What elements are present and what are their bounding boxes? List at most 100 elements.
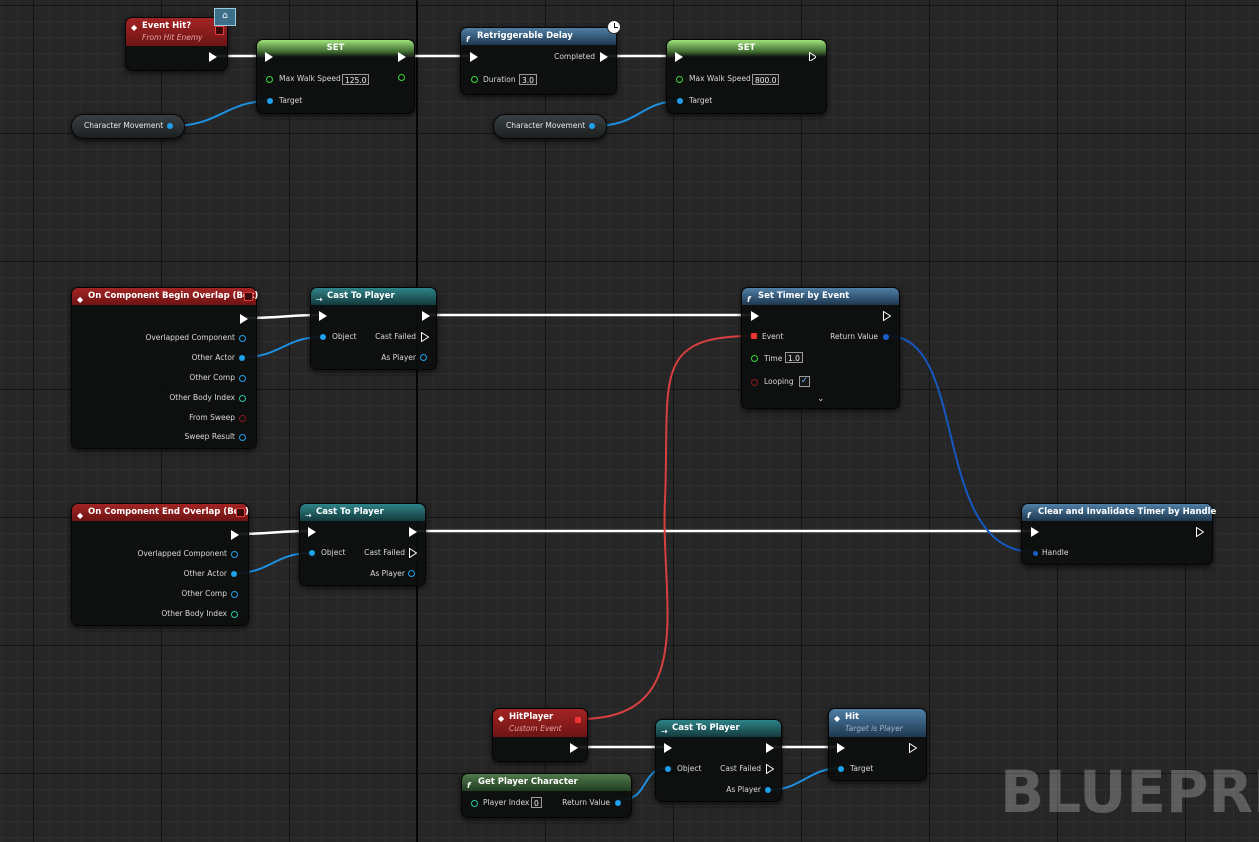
return-value-pin[interactable] [615,800,621,806]
object-pin[interactable] [309,550,315,556]
player-index-label: Player Index [483,798,530,807]
event-hit-title: Event Hit? [142,21,192,31]
hit-player-title: HitPlayer [509,712,554,722]
player-index-pin[interactable] [471,800,478,807]
exec-out-pin[interactable] [909,743,917,753]
set-timer-by-event-node[interactable]: f Set Timer by Event Event Return Value … [741,287,900,409]
cast-failed-exec-pin[interactable] [421,332,429,342]
other-actor-pin[interactable] [231,571,237,577]
hit-player-custom-event-node[interactable]: ◆ HitPlayer Custom Event [492,708,588,762]
max-walk-speed-input[interactable]: 125.0 [342,74,370,85]
set-timer-title: Set Timer by Event [758,291,850,301]
return-value-pin[interactable] [883,334,889,340]
exec-in-pin[interactable] [470,52,478,62]
exec-out-pin[interactable] [570,743,578,753]
exec-out-pin[interactable] [398,52,406,62]
float-pin[interactable] [676,76,683,83]
object-pin[interactable] [320,334,326,340]
from-sweep-pin[interactable] [239,415,246,422]
exec-out-pin[interactable] [1196,527,1204,537]
function-icon: f [1027,511,1031,520]
delegate-pin[interactable] [215,26,224,35]
cast-icon: ⇢ [316,295,323,304]
time-pin[interactable] [751,355,758,362]
exec-out-pin[interactable] [422,311,430,321]
begin-overlap-event-node[interactable]: ◆ On Component Begin Overlap (Box) Overl… [71,287,258,449]
looping-checkbox[interactable]: ✓ [799,376,810,387]
exec-in-pin[interactable] [664,743,672,753]
max-walk-speed-input[interactable]: 800.0 [752,74,780,85]
overlapped-component-pin[interactable] [231,551,238,558]
exec-in-pin[interactable] [751,311,759,321]
other-body-index-pin[interactable] [231,611,238,618]
retriggerable-delay-node[interactable]: f Retriggerable Delay Completed Duration… [460,27,617,95]
sweep-result-pin[interactable] [239,434,246,441]
cast-to-player-node-2[interactable]: ⇢ Cast To Player Object Cast Failed As P… [299,503,426,586]
as-player-pin[interactable] [765,787,771,793]
event-hit-node[interactable]: ◆ Event Hit? From Hit Enemy [125,17,228,71]
looping-pin[interactable] [751,379,758,386]
exec-in-pin[interactable] [1031,527,1039,537]
other-body-index-pin[interactable] [239,395,246,402]
cast-failed-exec-pin[interactable] [766,764,774,774]
as-player-pin[interactable] [408,570,415,577]
exec-out-pin[interactable] [883,311,891,321]
set-walk-speed-node-1[interactable]: SET Max Walk Speed 125.0 Target [256,39,415,114]
completed-exec-pin[interactable] [600,52,608,62]
character-movement-var-1[interactable]: Character Movement [71,114,185,139]
hit-function-node[interactable]: ◆ Hit Target is Player Target [828,708,927,781]
hit-subtitle: Target is Player [845,724,903,733]
character-movement-out-pin[interactable] [167,123,173,129]
cast-header: ⇢ Cast To Player [656,720,781,737]
exec-out-pin[interactable] [766,743,774,753]
exec-out-pin[interactable] [809,52,816,61]
cast-failed-exec-pin[interactable] [409,548,417,558]
delegate-out-pin[interactable] [575,717,581,723]
pin-label: Sweep Result [184,432,235,441]
cast-to-player-node-1[interactable]: ⇢ Cast To Player Object Cast Failed As P… [310,287,437,370]
player-index-input[interactable]: 0 [531,797,542,808]
cast-failed-label: Cast Failed [720,764,761,773]
target-pin[interactable] [838,766,844,772]
exec-in-pin[interactable] [265,52,273,62]
time-input[interactable]: 1.0 [785,352,803,363]
chevron-down-icon[interactable]: ⌄ [817,394,825,404]
exec-out-pin[interactable] [231,530,239,540]
max-walk-speed-label: Max Walk Speed [689,74,751,83]
exec-out-pin[interactable] [209,52,217,62]
delegate-pin[interactable] [244,292,253,301]
event-delegate-pin[interactable] [751,333,757,339]
get-player-character-node[interactable]: f Get Player Character Player Index 0 Re… [461,773,632,818]
other-comp-pin[interactable] [231,591,238,598]
other-comp-pin[interactable] [239,375,246,382]
exec-in-pin[interactable] [319,311,327,321]
exec-out-pin[interactable] [240,314,248,324]
cast-to-player-node-3[interactable]: ⇢ Cast To Player Object Cast Failed As P… [655,719,782,802]
as-player-pin[interactable] [420,354,427,361]
duration-input[interactable]: 3.0 [519,74,537,85]
target-pin[interactable] [267,98,273,104]
clear-invalidate-timer-node[interactable]: f Clear and Invalidate Timer by Handle H… [1021,503,1216,565]
float-pin[interactable] [266,76,273,83]
float-out-pin[interactable] [398,74,405,81]
function-icon: f [467,781,471,790]
exec-in-pin[interactable] [308,527,316,537]
end-overlap-event-node[interactable]: ◆ On Component End Overlap (Box) Overlap… [71,503,249,626]
other-actor-pin[interactable] [239,355,245,361]
exec-out-pin[interactable] [409,527,417,537]
handle-pin[interactable] [1033,551,1038,556]
exec-in-pin[interactable] [675,52,683,62]
exec-in-pin[interactable] [837,743,845,753]
object-pin[interactable] [665,766,671,772]
target-pin[interactable] [677,98,683,104]
delegate-wire [579,335,753,720]
duration-pin[interactable] [471,76,478,83]
character-movement-out-pin[interactable] [589,123,595,129]
event-label: Event [762,332,784,341]
delegate-pin[interactable] [236,508,245,517]
handle-label: Handle [1042,548,1069,557]
character-movement-var-2[interactable]: Character Movement [493,114,607,139]
set-walk-speed-node-2[interactable]: SET Max Walk Speed 800.0 Target [666,39,827,114]
overlapped-component-pin[interactable] [239,335,246,342]
